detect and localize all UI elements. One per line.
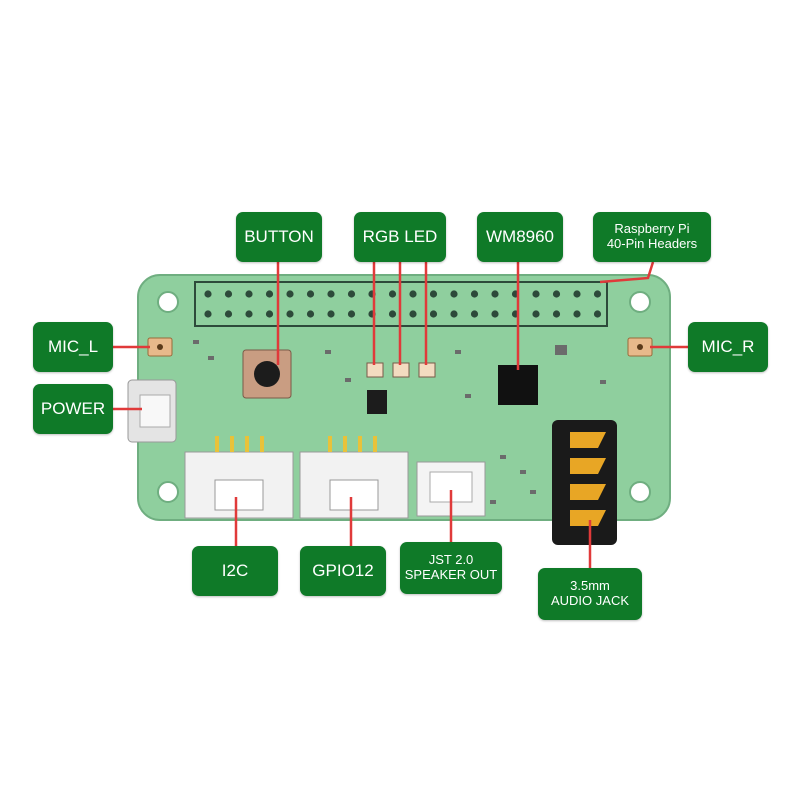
label-rgb-led: RGB LED — [354, 212, 446, 262]
header-pin — [306, 310, 315, 318]
header-pin — [286, 310, 294, 318]
header-pin — [327, 310, 335, 318]
mounting-hole — [629, 291, 651, 313]
wm8960-chip — [498, 365, 538, 405]
mounting-hole — [629, 481, 651, 503]
header-pin — [450, 310, 458, 318]
header-pin — [470, 310, 479, 318]
header-pin — [470, 290, 479, 298]
label-wm8960: WM8960 — [477, 212, 563, 262]
rgb-led-3 — [418, 362, 436, 378]
header-pin — [388, 310, 397, 318]
small-ic — [367, 390, 387, 414]
label-mic-l: MIC_L — [33, 322, 113, 372]
header-pin — [347, 290, 356, 298]
header-pin — [491, 290, 499, 298]
header-pin — [409, 310, 417, 318]
header-pin — [204, 310, 212, 318]
label-i2c: I2C — [192, 546, 278, 596]
pointer-rpi-header — [599, 261, 655, 284]
header-pin — [327, 290, 335, 298]
header-pin — [224, 290, 233, 298]
header-pin — [224, 310, 233, 318]
header-pin — [573, 310, 581, 318]
header-pin — [450, 290, 458, 298]
header-pin — [347, 310, 356, 318]
header-pin — [245, 290, 253, 298]
header-pin — [388, 290, 397, 298]
header-pin — [409, 290, 417, 298]
label-power: POWER — [33, 384, 113, 434]
header-pin — [552, 290, 561, 298]
header-pin — [245, 310, 253, 318]
header-pin — [429, 290, 438, 298]
header-pin — [286, 290, 294, 298]
header-pin — [532, 290, 540, 298]
mounting-hole — [157, 291, 179, 313]
header-pin — [491, 310, 499, 318]
label-mic-r: MIC_R — [688, 322, 768, 372]
mounting-hole — [157, 481, 179, 503]
label-gpio12: GPIO12 — [300, 546, 386, 596]
header-pin — [573, 290, 581, 298]
header-pin — [593, 290, 602, 298]
rgb-led-1 — [366, 362, 384, 378]
header-pin — [593, 310, 602, 318]
header-pin — [204, 290, 212, 298]
header-pin — [265, 290, 274, 298]
label-button: BUTTON — [236, 212, 322, 262]
rgb-led-2 — [392, 362, 410, 378]
header-pin — [552, 310, 561, 318]
header-pin — [306, 290, 315, 298]
header-pin — [532, 310, 540, 318]
header-pin — [265, 310, 274, 318]
header-pin — [429, 310, 438, 318]
